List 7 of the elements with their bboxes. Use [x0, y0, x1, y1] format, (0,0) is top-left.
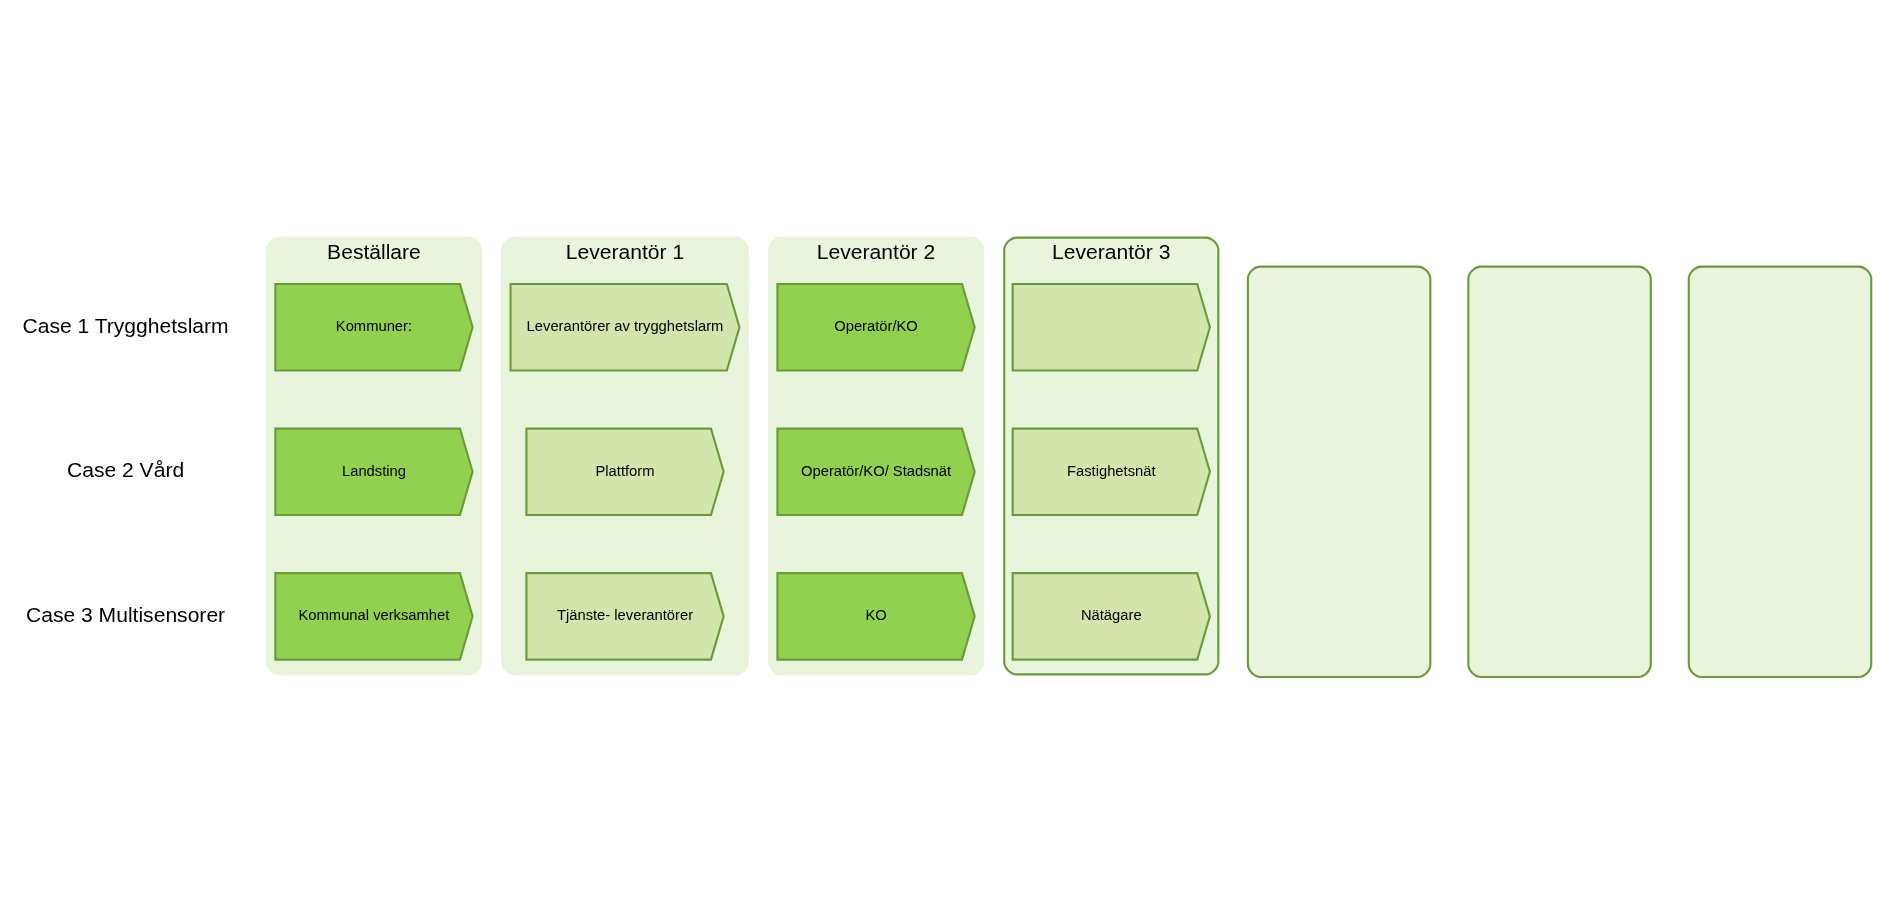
node-box [1246, 265, 1432, 678]
node-box [1687, 265, 1873, 678]
label: Case 2 Vård [66, 457, 185, 481]
node-box [1467, 265, 1652, 678]
label: Case 1 Trygghetslarm [22, 313, 229, 337]
node-chevron [1011, 282, 1211, 372]
label: Case 3 Multisensorer [25, 602, 226, 626]
